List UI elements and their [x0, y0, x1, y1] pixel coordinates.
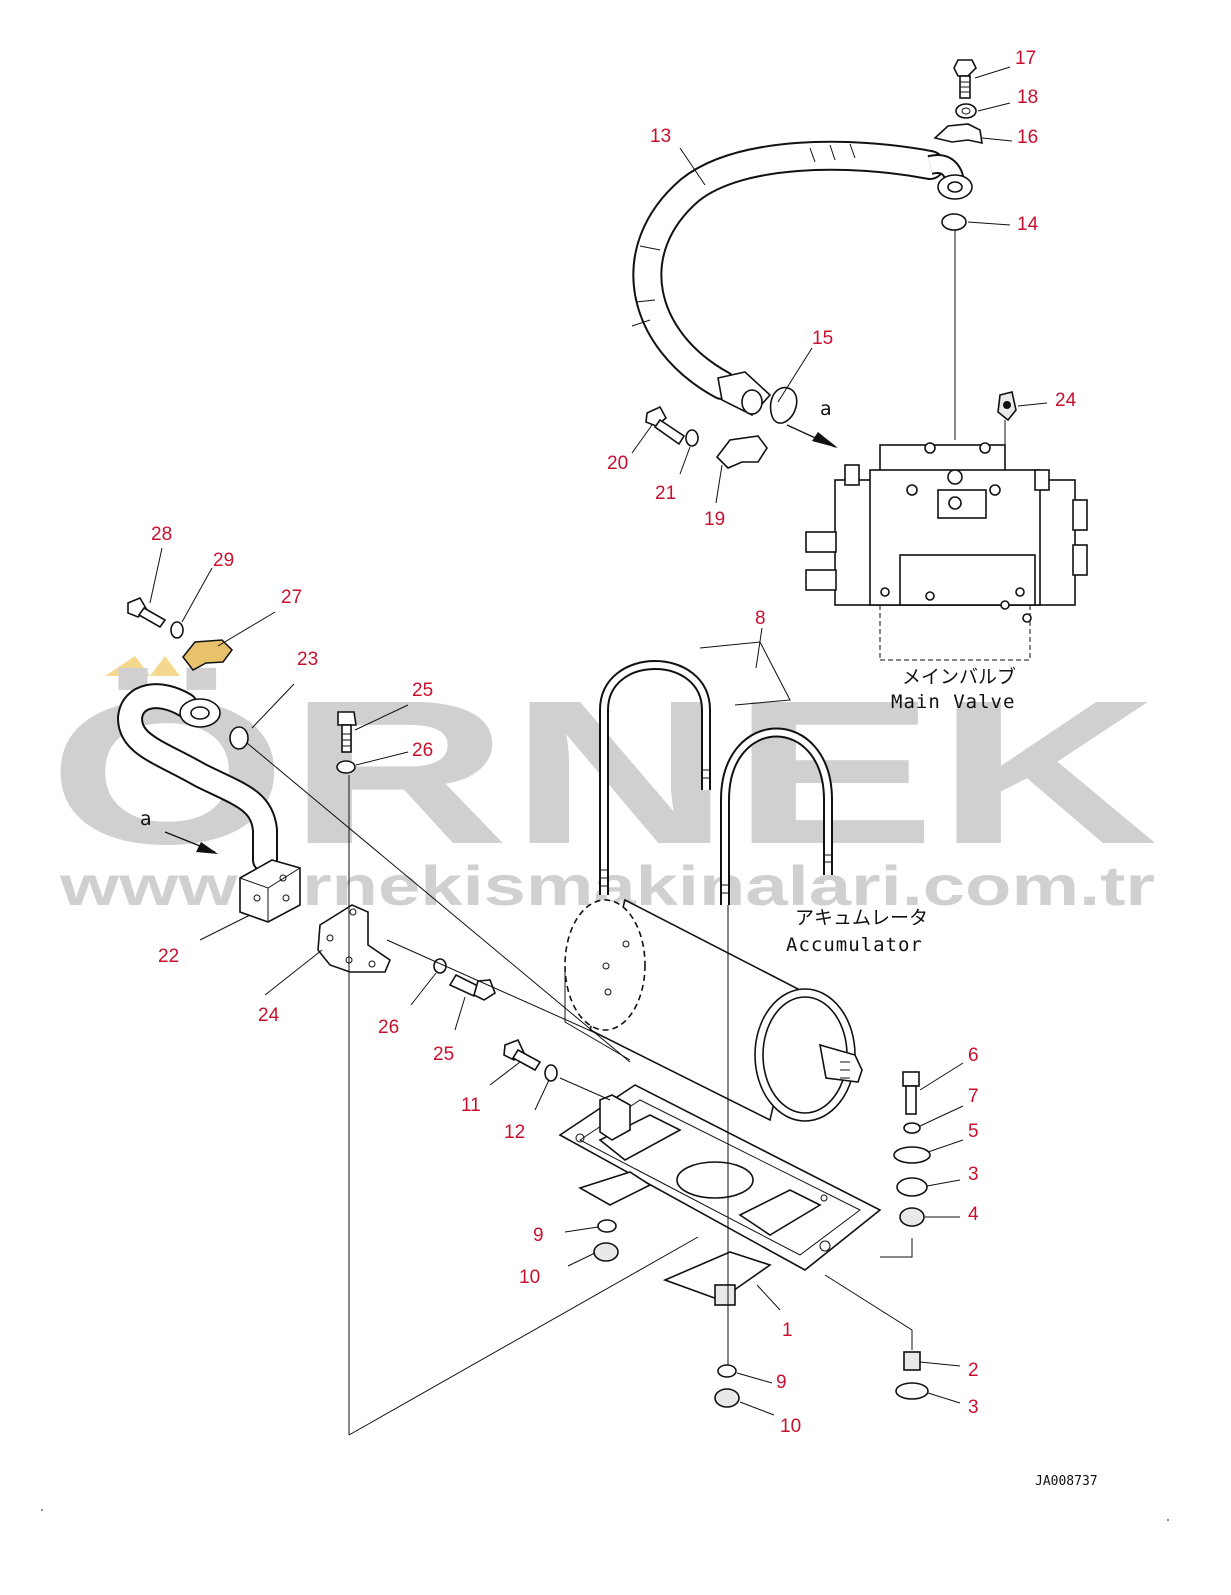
bolt-17 — [953, 59, 977, 99]
callout-17: 17 — [1015, 48, 1036, 69]
plug-24-top-hole — [1003, 401, 1011, 409]
callout-25-top: 25 — [412, 680, 433, 701]
accumulator — [564, 898, 863, 1122]
callout-4: 4 — [968, 1204, 979, 1225]
callout-3-top: 3 — [968, 1164, 979, 1185]
callout-9-left: 9 — [533, 1225, 544, 1246]
bracket-24 — [317, 904, 391, 973]
callout-21: 21 — [655, 483, 676, 504]
callout-1: 1 — [782, 1320, 793, 1341]
washer-18-hole — [961, 107, 971, 115]
arrow-a-right-head — [812, 432, 838, 448]
accumulator-label-jp: アキュムレータ — [795, 907, 928, 929]
washer-9-left — [597, 1219, 617, 1233]
bracket-1 — [558, 1084, 882, 1306]
callout-7: 7 — [968, 1086, 979, 1107]
hose-13 — [631, 140, 973, 416]
corner-dot — [1167, 1519, 1169, 1521]
callout-10-bottom: 10 — [780, 1416, 801, 1437]
callout-23: 23 — [297, 649, 318, 670]
watermark-accent-mark — [150, 656, 180, 676]
callout-20: 20 — [607, 453, 628, 474]
corner-dot — [41, 1509, 43, 1511]
arrow-a-right-label: a — [820, 398, 832, 420]
washer-5 — [893, 1146, 931, 1164]
washer-21 — [685, 429, 699, 447]
washer-3-bottom — [895, 1382, 929, 1400]
callout-19: 19 — [704, 509, 725, 530]
nut-4 — [899, 1207, 925, 1227]
washer-12 — [544, 1064, 558, 1082]
watermark-accent-mark — [105, 656, 150, 676]
main-valve-label-jp: メインバルブ — [902, 665, 1016, 688]
callout-18: 18 — [1017, 87, 1038, 108]
o-ring-15 — [769, 386, 798, 424]
callout-10-left: 10 — [519, 1267, 540, 1288]
callout-25-bottom: 25 — [433, 1044, 454, 1065]
arrow-a-left-head — [196, 842, 218, 854]
main-valve-label-en: Main Valve — [891, 691, 1015, 713]
split-flange-19 — [715, 435, 768, 469]
callout-14: 14 — [1017, 214, 1039, 235]
callout-15: 15 — [812, 328, 833, 349]
callout-24-bottom: 24 — [258, 1005, 280, 1026]
u-bolts-8 — [599, 641, 833, 905]
callout-8: 8 — [755, 608, 766, 629]
callouts: 17 18 16 13 14 15 24 20 21 19 28 29 27 2… — [151, 48, 1077, 1437]
spacer-2 — [903, 1351, 921, 1371]
washer-3-top — [896, 1177, 928, 1197]
callout-26-bottom: 26 — [378, 1017, 399, 1038]
callout-5: 5 — [968, 1121, 979, 1142]
washer-29 — [170, 621, 184, 639]
pipe-23 — [116, 683, 278, 873]
assembly-lines — [149, 66, 1048, 1436]
washer-9-bottom — [717, 1364, 737, 1378]
callout-22: 22 — [158, 946, 179, 967]
main-valve-drawing — [805, 442, 1088, 661]
o-ring-14 — [941, 213, 967, 231]
callout-28: 28 — [151, 524, 172, 545]
callout-16: 16 — [1017, 127, 1038, 148]
bolt-20 — [645, 405, 686, 446]
callout-13: 13 — [650, 126, 671, 147]
nut-10-left — [593, 1242, 619, 1262]
block-22 — [239, 859, 301, 923]
split-flange-27 — [182, 639, 233, 671]
split-flange-16 — [933, 123, 983, 145]
accumulator-label-en: Accumulator — [786, 934, 923, 956]
drawing-code: JA008737 — [1035, 1474, 1098, 1489]
callout-11: 11 — [461, 1095, 481, 1116]
callout-24-top: 24 — [1055, 390, 1077, 411]
callout-29: 29 — [213, 550, 234, 571]
callout-6: 6 — [968, 1045, 979, 1066]
o-ring-23 — [229, 726, 249, 750]
washer-18 — [955, 103, 977, 119]
nut-10-bottom — [714, 1388, 740, 1408]
bolt-28 — [127, 596, 167, 629]
callout-27: 27 — [281, 587, 302, 608]
bolt-11 — [503, 1038, 542, 1072]
callout-9-bottom: 9 — [776, 1372, 787, 1393]
bolt-6 — [902, 1071, 920, 1115]
callout-2: 2 — [968, 1360, 979, 1381]
bolt-25-top — [337, 711, 357, 753]
bolt-25-bottom — [448, 973, 496, 1001]
callout-26-top: 26 — [412, 740, 433, 761]
callout-12: 12 — [504, 1122, 525, 1143]
washer-7 — [903, 1122, 921, 1134]
callout-3-bottom: 3 — [968, 1397, 979, 1418]
washer-26-top — [336, 760, 356, 774]
arrow-a-left-label: a — [140, 808, 152, 830]
